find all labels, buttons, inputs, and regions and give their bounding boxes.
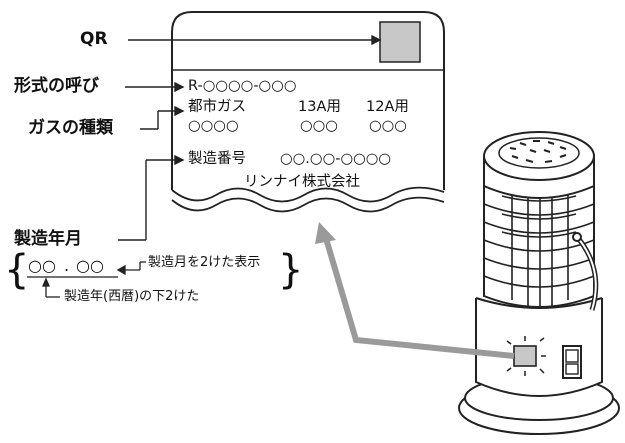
plate-gas-code-1: ○○○○ <box>188 118 239 134</box>
model-name-callout-label: 形式の呼び <box>14 76 99 96</box>
legend-year-note: 製造年(西暦)の下2けた <box>64 289 200 304</box>
legend-dot: . <box>64 256 70 275</box>
qr-code-box <box>379 21 421 63</box>
heater-illustration <box>458 131 620 435</box>
manufacture-date-callout-label: 製造年月 <box>14 229 82 249</box>
rating-plate <box>171 11 445 213</box>
leader-lines <box>118 34 382 241</box>
plate-serial-label: 製造番号 <box>188 151 246 167</box>
date-legend-lines <box>27 261 146 298</box>
legend-open-brace: { <box>4 247 30 293</box>
plate-gas-12a: 12A用 <box>366 99 409 115</box>
plate-serial-value: ○○.○○-○○○○ <box>280 151 392 167</box>
label-location-arrow <box>315 222 515 359</box>
plate-gas-code-3: ○○○ <box>369 118 407 134</box>
plate-company-name: リンナイ株式会社 <box>244 174 360 190</box>
plate-gas-13a: 13A用 <box>298 99 341 115</box>
legend-year-digits: ○○ <box>28 256 56 275</box>
legend-close-brace: } <box>278 247 304 293</box>
gas-type-callout-label: ガスの種類 <box>28 118 113 138</box>
plate-model-code: R-○○○○-○○○ <box>188 78 297 94</box>
plate-wavy-edge <box>171 186 445 203</box>
legend-month-note: 製造月を2けた表示 <box>148 255 261 270</box>
plate-gas-header: 都市ガス <box>188 99 246 115</box>
heater-label-location <box>513 345 537 367</box>
plate-gas-code-2: ○○○ <box>300 118 338 134</box>
legend-month-digits: ○○ <box>76 256 104 275</box>
qr-callout-label: QR <box>80 29 108 49</box>
